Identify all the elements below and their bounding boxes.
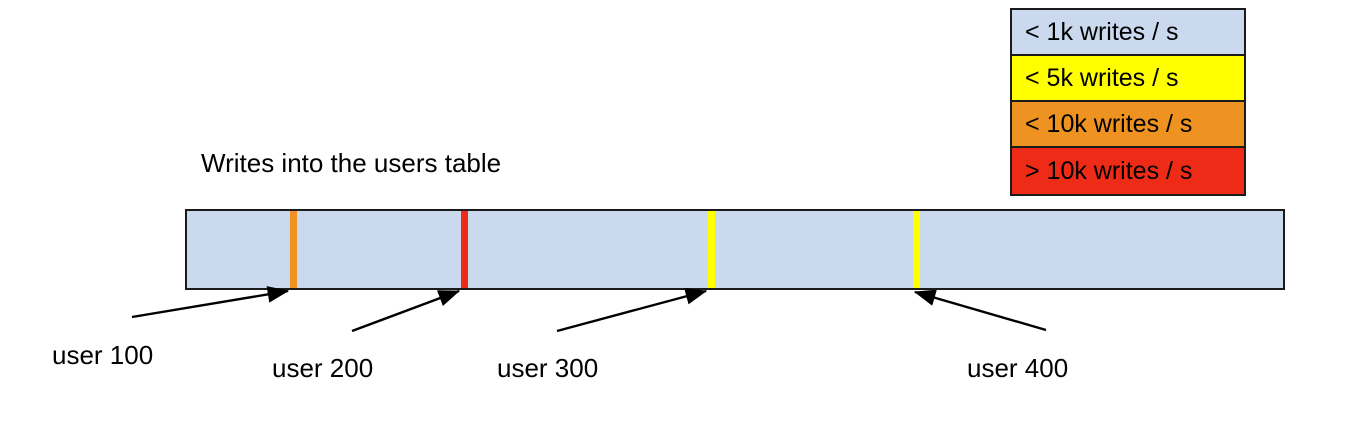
annotation-label-user-200: user 200 [272, 353, 374, 383]
arrow-user-400 [913, 289, 1047, 332]
arrow-user-100 [131, 286, 290, 319]
bar-stripe-user-100 [290, 211, 297, 288]
chart-title: Writes into the users table [201, 148, 502, 178]
annotation-label-user-100: user 100 [52, 340, 154, 370]
annotation-label-user-400: user 400 [967, 353, 1069, 383]
bar-stripe-user-400 [913, 211, 920, 288]
legend-row-1: < 5k writes / s [1012, 56, 1244, 102]
legend-label-1: < 5k writes / s [1025, 63, 1179, 92]
arrow-user-200 [351, 289, 461, 333]
bar-stripe-user-200 [461, 211, 468, 288]
annotation-label-user-300: user 300 [497, 353, 599, 383]
legend-row-2: < 10k writes / s [1012, 102, 1244, 148]
legend-label-2: < 10k writes / s [1025, 109, 1193, 138]
legend-label-0: < 1k writes / s [1025, 17, 1179, 46]
arrow-user-300 [556, 288, 708, 333]
legend: < 1k writes / s < 5k writes / s < 10k wr… [1010, 8, 1246, 196]
legend-label-3: > 10k writes / s [1025, 156, 1193, 185]
legend-row-3: > 10k writes / s [1012, 148, 1244, 194]
bar-stripe-user-300 [708, 211, 715, 288]
legend-row-0: < 1k writes / s [1012, 10, 1244, 56]
users-table-bar [185, 209, 1285, 290]
